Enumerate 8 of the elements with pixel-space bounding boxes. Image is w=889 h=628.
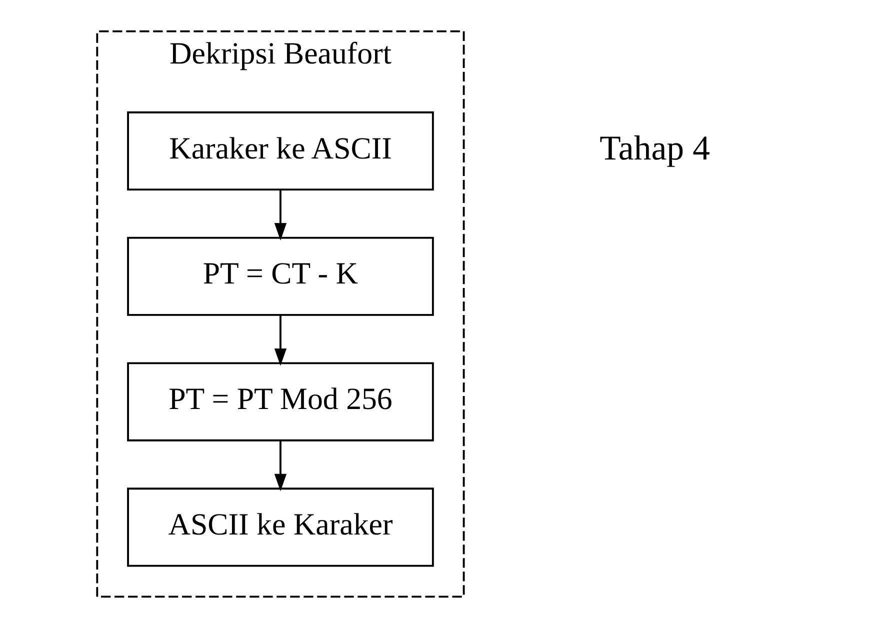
node-box: PT = CT - K <box>127 236 434 316</box>
node-box: ASCII ke Karaker <box>127 488 434 567</box>
node-box: Karaker ke ASCII <box>127 111 434 190</box>
label: Tahap 4 <box>600 128 710 168</box>
arrow <box>274 440 287 492</box>
arrow <box>274 315 287 366</box>
arrow <box>274 190 287 240</box>
node-box: PT = PT Mod 256 <box>127 362 434 442</box>
